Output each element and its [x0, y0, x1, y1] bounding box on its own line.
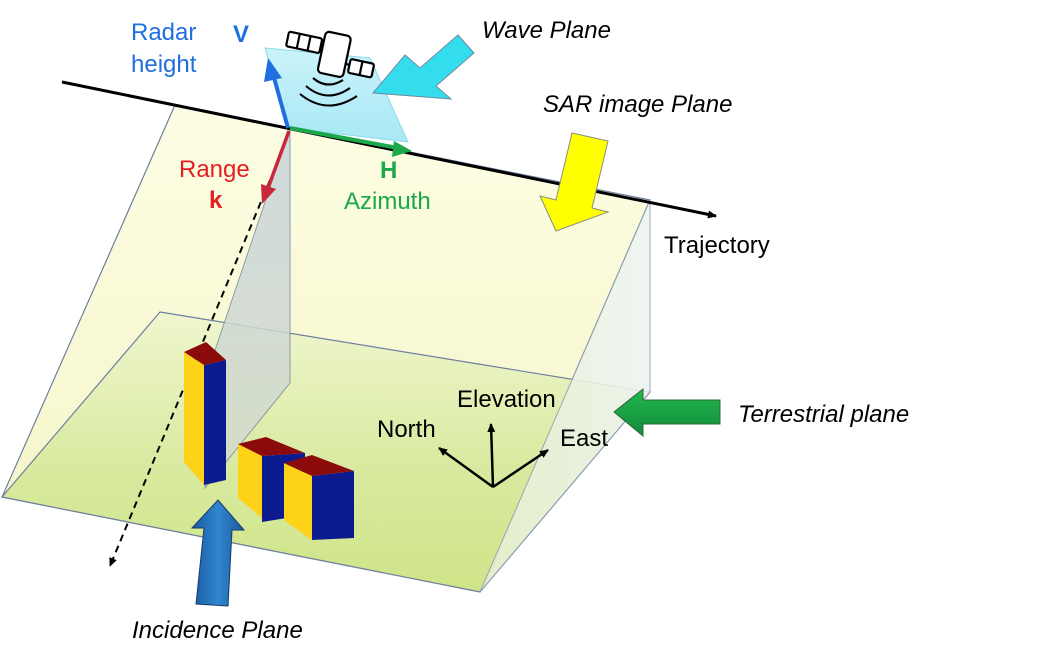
wave-plane-label: Wave Plane: [482, 17, 611, 44]
v-arrow: [264, 58, 290, 129]
azimuth-label: Azimuth: [344, 188, 431, 215]
h-label: H: [380, 157, 397, 184]
range-label: Range: [179, 156, 250, 183]
sar-image-plane-label: SAR image Plane: [543, 91, 732, 118]
ground-axes: [438, 423, 549, 489]
incidence-plane-label: Incidence Plane: [132, 617, 303, 644]
wave-plane-arrow: [371, 34, 475, 100]
terrestrial-plane-label: Terrestrial plane: [738, 401, 909, 428]
incidence-plane-arrow: [190, 499, 246, 607]
trajectory-line: [61, 80, 717, 219]
front-building: [284, 455, 354, 540]
incidence-plane-surface: [204, 127, 291, 490]
radar-height-label-line2: height: [131, 51, 197, 78]
elevation-label: Elevation: [457, 386, 556, 413]
tall-building: [184, 342, 226, 485]
v-label: V: [233, 21, 249, 48]
satellite-icon: [285, 30, 375, 107]
k-label: k: [209, 187, 223, 214]
terrestrial-side-face: [479, 199, 651, 593]
sar-plane-arrow: [539, 132, 610, 232]
east-label: East: [560, 425, 608, 452]
k-arrow: [261, 130, 291, 204]
trajectory-label: Trajectory: [664, 232, 770, 259]
terrestrial-plane-arrow: [613, 387, 721, 438]
radar-height-label-line1: Radar: [131, 19, 196, 46]
north-label: North: [377, 416, 436, 443]
h-arrow: [289, 126, 412, 157]
